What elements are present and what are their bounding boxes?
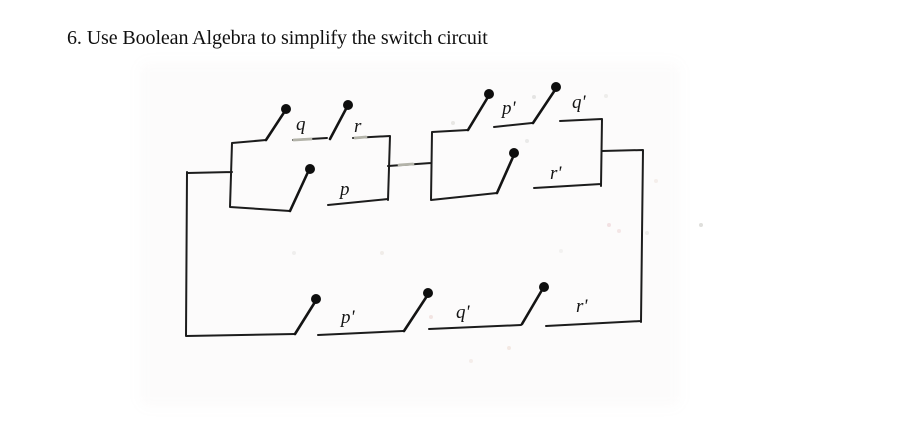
switch-contact-dot — [305, 164, 315, 174]
switch-contact-dot — [484, 89, 494, 99]
circuit-wires — [185, 118, 644, 337]
switch-r-prime-bottom-label: r' — [576, 296, 588, 317]
switch-q-prime-top-label: q' — [572, 92, 587, 113]
switch-p-prime-bottom-label: p' — [339, 307, 356, 328]
switch-q-prime-bottom: q' — [402, 288, 471, 333]
switch-q-prime-top: q' — [531, 82, 587, 125]
switch-q: q — [264, 104, 306, 142]
switch-p-prime-top-label: p' — [500, 98, 517, 119]
switch-blade — [328, 105, 349, 141]
switch-r-prime-bottom: r' — [520, 282, 588, 326]
switch-blade — [264, 109, 287, 142]
switch-p: p — [288, 164, 350, 213]
switch-blade — [495, 155, 515, 195]
switch-r: r — [328, 100, 362, 141]
switch-contact-dot — [509, 148, 519, 158]
switch-r-prime-top: r' — [495, 148, 562, 195]
switch-r-prime-top-label: r' — [550, 163, 562, 184]
switch-q-prime-bottom-label: q' — [456, 302, 471, 323]
switch-blade — [288, 170, 310, 213]
wire-scan-fade — [292, 135, 415, 167]
problem-title: 6. Use Boolean Algebra to simplify the s… — [67, 27, 488, 49]
switch-contact-dot — [423, 288, 433, 298]
switch-contact-dot — [539, 282, 549, 292]
switch-blade — [293, 300, 317, 336]
switch-contact-dot — [281, 104, 291, 114]
switch-contact-dot — [551, 82, 561, 92]
switch-p-label: p — [338, 179, 350, 200]
switch-blade — [531, 88, 557, 125]
switch-contact-dot — [343, 100, 353, 110]
switch-contact-dot — [311, 294, 321, 304]
switch-blade — [466, 95, 490, 132]
switch-blade — [520, 288, 544, 326]
switch-q-label: q — [296, 114, 306, 135]
switch-blade — [402, 294, 429, 333]
switch-p-prime-bottom: p' — [293, 294, 356, 336]
switch-p-prime-top: p' — [466, 89, 517, 132]
switch-r-label: r — [354, 116, 362, 137]
